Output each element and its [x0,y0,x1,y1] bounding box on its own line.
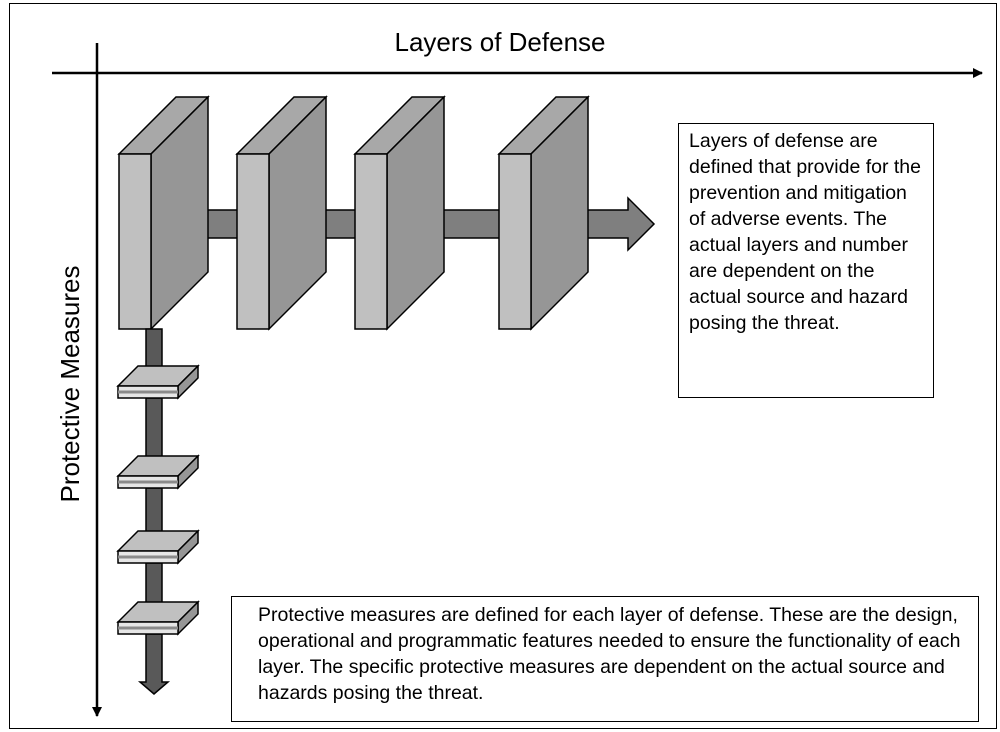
layer-panel [497,95,590,331]
diagram-frame [9,3,997,729]
stem-arrow [137,633,171,695]
layer-panel [235,95,328,331]
x-axis-label: Layers of Defense [394,27,606,57]
measure-plate [116,600,200,636]
layers-description-box: Layers of defense are defined that provi… [678,123,934,398]
measure-plate [116,454,200,490]
measures-description-box: Protective measures are defined for each… [231,596,979,722]
measure-stem [137,328,171,695]
layer-panel [117,95,210,331]
layer-panel [353,95,446,331]
y-axis-label: Protective Measures [55,265,85,503]
measure-plate [116,364,200,400]
measure-plate [116,529,200,565]
